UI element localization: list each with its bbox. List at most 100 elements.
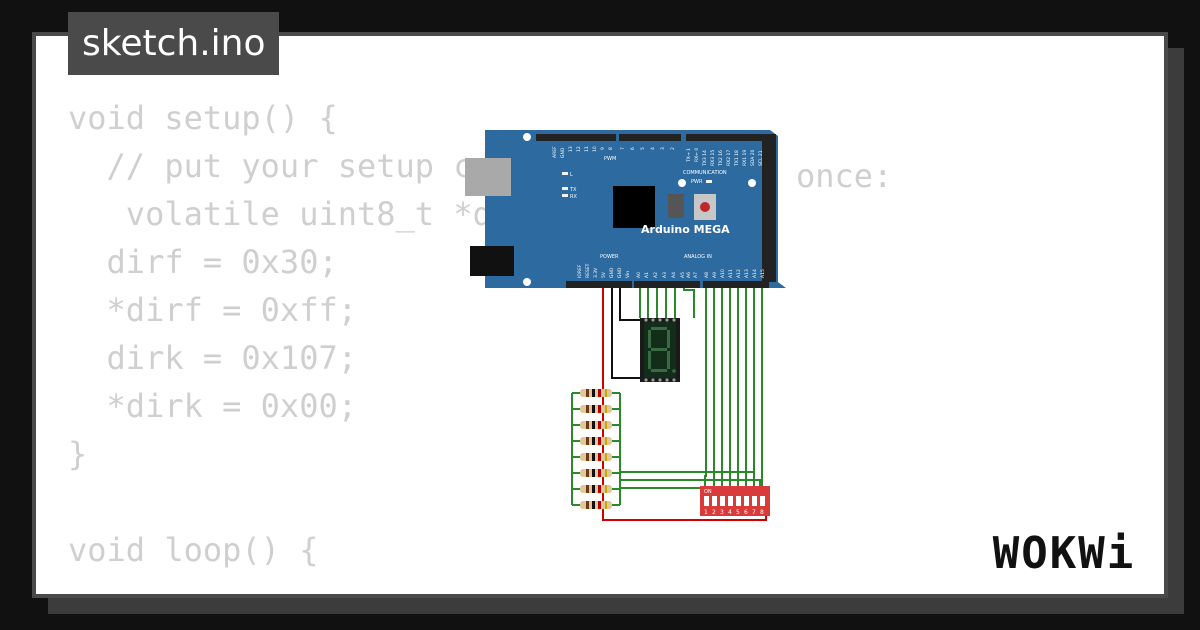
pin-label: RX2 17: [726, 150, 732, 166]
header-power: [566, 281, 632, 288]
pin-label: RESET: [585, 263, 591, 278]
board-communication-label: COMMUNICATION: [683, 170, 727, 176]
code-preview: void setup() { // put your setup c volat…: [68, 94, 492, 574]
pin-label: SCL 21: [758, 150, 764, 166]
header-pwm-right: [619, 134, 681, 141]
file-title-tab[interactable]: sketch.ino: [68, 12, 280, 75]
code-line: *dirf = 0xff;: [68, 291, 357, 329]
code-line: dirf = 0x30;: [68, 243, 338, 281]
wire-group-black: [611, 285, 640, 379]
pin-label: A8: [704, 272, 710, 278]
pin-label: TX2 16: [718, 150, 724, 167]
pin-label: GND: [560, 147, 566, 158]
board-name: Arduino MEGA: [641, 223, 730, 236]
mounting-hole-icon: [678, 179, 686, 187]
pin-label: A11: [728, 269, 734, 278]
pin-label: RX3 15: [710, 150, 716, 166]
pin-label: RX1 19: [742, 150, 748, 166]
header-pwm-left: [536, 134, 616, 141]
header-communication: [686, 134, 772, 141]
dip-switch-number: 2: [712, 509, 716, 516]
dip-switch-number: 7: [752, 509, 756, 516]
mounting-hole-icon: [523, 278, 531, 286]
header-analog-left: [634, 281, 700, 288]
icsp-header-icon: [668, 194, 684, 218]
seven-segment-display[interactable]: [640, 318, 680, 382]
pin-label: A0: [636, 272, 642, 278]
chip-icon: [613, 186, 655, 228]
led-pwr-label: PWR: [691, 179, 703, 185]
pin-label: 7: [620, 147, 626, 150]
code-line: void loop() {: [68, 531, 319, 569]
wokwi-logo[interactable]: WOKWi: [972, 520, 1157, 582]
wire: [611, 285, 640, 379]
pin-label: 11: [584, 146, 590, 152]
dip-switch-number: 4: [728, 509, 732, 516]
led-rx-icon: [562, 194, 568, 197]
led-tx-label: TX: [569, 187, 577, 193]
pin-label: 6: [630, 147, 636, 150]
wire: [619, 285, 640, 321]
dip-switch-number: 5: [736, 509, 740, 516]
code-line: // put your setup c: [68, 147, 473, 185]
power-jack-icon: [470, 246, 514, 276]
pin-label: GND: [617, 267, 623, 278]
pin-label: 9: [600, 147, 606, 150]
dip-switch-on-label: ON: [704, 489, 712, 495]
board-pwm-label: PWM: [604, 156, 616, 162]
pin-label: 5V: [601, 271, 607, 278]
pin-label: A2: [653, 272, 659, 278]
wire: [620, 479, 761, 486]
wire: [620, 471, 755, 486]
pin-label: SDA 20: [750, 149, 756, 166]
pin-label: A12: [736, 269, 742, 278]
arduino-mega-board[interactable]: Arduino MEGA PWM COMMUNICATION POWER ANA…: [465, 130, 786, 288]
dip-switch-number: 1: [704, 509, 708, 516]
pin-label: A1: [644, 272, 650, 278]
pin-label: IOREF: [577, 264, 583, 278]
pin-label: A5: [680, 272, 686, 278]
pin-label: 2: [670, 147, 676, 150]
pin-label: A7: [693, 272, 699, 278]
pin-label: 10: [592, 146, 598, 152]
pin-label: RX← 0: [694, 148, 700, 162]
pin-label: A6: [686, 272, 692, 278]
pin-label: GND: [609, 267, 615, 278]
pin-label: 4: [650, 147, 656, 150]
pin-label: 3.3V: [593, 267, 599, 278]
led-tx-icon: [562, 187, 568, 190]
dip-switch-number: 6: [744, 509, 748, 516]
dip-switch-number: 8: [760, 509, 764, 516]
code-line: [68, 478, 492, 526]
pin-label: 3: [660, 147, 666, 150]
code-line: volatile uint8_t *d: [68, 195, 492, 233]
mounting-hole-icon: [748, 179, 756, 187]
header-digital-right: [762, 134, 776, 282]
led-pwr-icon: [706, 180, 712, 183]
dip-switch-number: 3: [720, 509, 724, 516]
code-line-tail: once:: [796, 157, 893, 195]
pin-label: TX3 14: [702, 150, 708, 167]
pin-label: A13: [744, 269, 750, 278]
led-l-label: L: [570, 172, 573, 178]
pin-label: 13: [568, 146, 574, 152]
resistor-bank: [580, 389, 612, 509]
pin-label: 8: [608, 147, 614, 150]
code-line: dirk = 0x107;: [68, 339, 357, 377]
pin-label: A14: [752, 269, 758, 278]
code-line: *dirk = 0x00;: [68, 387, 357, 425]
preview-card: void setup() { // put your setup c volat…: [32, 32, 1168, 598]
pin-label: A4: [671, 272, 677, 278]
pin-label: Vin: [625, 271, 631, 278]
pin-label: TX1 18: [734, 150, 740, 167]
board-power-label: POWER: [600, 254, 619, 260]
usb-port-icon: [465, 158, 511, 196]
header-analog-right: [703, 281, 769, 288]
board-analog-label: ANALOG IN: [684, 254, 712, 260]
pin-label: 12: [576, 146, 582, 152]
pin-label: AREF: [552, 146, 558, 158]
reset-button-icon: [700, 202, 710, 212]
dip-switch[interactable]: ON 1 2 3 4 5 6 7 8: [700, 486, 770, 516]
code-line: void setup() {: [68, 99, 338, 137]
